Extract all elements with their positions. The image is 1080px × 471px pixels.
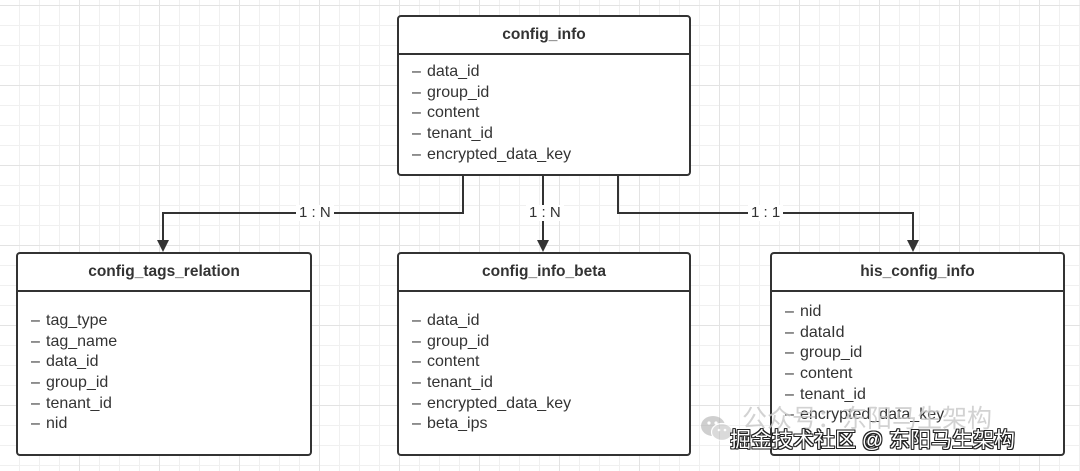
field-marker: –	[31, 332, 40, 350]
field: –data_id	[31, 352, 310, 373]
field-marker: –	[412, 145, 421, 163]
field-marker: –	[412, 125, 421, 143]
field-marker: –	[412, 415, 421, 433]
field: –group_id	[785, 343, 1063, 364]
field-name: tenant_id	[46, 394, 112, 412]
field-name: content	[427, 353, 480, 371]
cardinality-label-his-config-info: 1 : 1	[748, 205, 784, 221]
field: –data_id	[412, 62, 689, 83]
field-name: content	[427, 104, 480, 122]
field: –nid	[785, 302, 1063, 323]
field-name: data_id	[427, 312, 480, 329]
field-list: –nid –dataId –group_id –content –tenant_…	[772, 292, 1063, 426]
field: –tenant_id	[412, 373, 689, 394]
arrowhead	[537, 240, 549, 252]
field: –content	[412, 103, 689, 124]
field: –encrypted_data_key	[412, 145, 689, 166]
cardinality-label-config-info-beta: 1 : N	[526, 205, 564, 221]
field: –content	[785, 364, 1063, 385]
field-marker: –	[412, 332, 421, 350]
field: –group_id	[31, 373, 310, 394]
field-name: encrypted_data_key	[427, 394, 572, 412]
field-name: dataId	[800, 323, 845, 341]
watermark-community-text: 掘金技术社区 @ 东阳马生架构	[730, 429, 1015, 452]
entity-config-info-beta: config_info_beta –data_id –group_id –con…	[397, 252, 691, 456]
watermark-account-text: 公众号：东阳马生架构	[742, 405, 993, 433]
field-marker: –	[31, 312, 40, 329]
field-list: –data_id –group_id –content –tenant_id –…	[399, 55, 689, 165]
field-name: nid	[46, 415, 68, 433]
field-marker: –	[412, 63, 421, 80]
field-marker: –	[412, 104, 421, 122]
field-list: –tag_type –tag_name –data_id –group_id –…	[18, 292, 310, 435]
field: –tag_name	[31, 332, 310, 353]
arrowhead	[907, 240, 919, 252]
field-marker: –	[785, 323, 794, 341]
field: –tenant_id	[785, 385, 1063, 406]
field-list: –data_id –group_id –content –tenant_id –…	[399, 292, 689, 435]
field-name: content	[800, 365, 853, 383]
field-name: data_id	[427, 63, 480, 80]
field: –beta_ips	[412, 414, 689, 435]
field-marker: –	[31, 353, 40, 371]
field-marker: –	[412, 353, 421, 371]
field-marker: –	[785, 303, 794, 320]
field: –nid	[31, 414, 310, 435]
field: –group_id	[412, 332, 689, 353]
field-name: tenant_id	[800, 385, 866, 403]
field-name: tag_type	[46, 312, 108, 329]
field-name: group_id	[427, 332, 490, 350]
field-marker: –	[31, 394, 40, 412]
arrowhead	[157, 240, 169, 252]
field-name: group_id	[427, 83, 490, 101]
field-marker: –	[412, 312, 421, 329]
entity-config-tags-relation: config_tags_relation –tag_type –tag_name…	[16, 252, 312, 456]
field: –tenant_id	[31, 394, 310, 415]
field-name: tag_name	[46, 332, 118, 350]
field: –dataId	[785, 323, 1063, 344]
entity-config-info: config_info –data_id –group_id –content …	[397, 15, 691, 176]
field: –encrypted_data_key	[785, 405, 1063, 426]
field-marker: –	[785, 365, 794, 383]
field-name: encrypted_data_key	[427, 145, 572, 163]
field-marker: –	[412, 394, 421, 412]
field: –tenant_id	[412, 124, 689, 145]
field-name: tenant_id	[427, 374, 493, 392]
field-name: group_id	[46, 374, 109, 392]
entity-title: config_tags_relation	[18, 254, 310, 292]
cardinality-label-config-tags-relation: 1 : N	[296, 205, 334, 221]
wechat-icon	[701, 416, 734, 442]
field-marker: –	[785, 406, 794, 424]
field-marker: –	[31, 415, 40, 433]
field: –encrypted_data_key	[412, 394, 689, 415]
field-marker: –	[412, 374, 421, 392]
field: –tag_type	[31, 311, 310, 332]
entity-title: config_info	[399, 17, 689, 55]
field-marker: –	[412, 83, 421, 101]
field-name: nid	[800, 303, 822, 320]
field-name: beta_ips	[427, 415, 488, 433]
entity-title: his_config_info	[772, 254, 1063, 292]
field-name: group_id	[800, 344, 863, 362]
entity-title: config_info_beta	[399, 254, 689, 292]
field: –content	[412, 352, 689, 373]
entity-his-config-info: his_config_info –nid –dataId –group_id –…	[770, 252, 1065, 456]
field-name: data_id	[46, 353, 99, 371]
field-marker: –	[785, 385, 794, 403]
field-name: tenant_id	[427, 125, 493, 143]
field-marker: –	[785, 344, 794, 362]
field-name: encrypted_data_key	[800, 406, 945, 424]
field: –data_id	[412, 311, 689, 332]
field-marker: –	[31, 374, 40, 392]
field: –group_id	[412, 83, 689, 104]
